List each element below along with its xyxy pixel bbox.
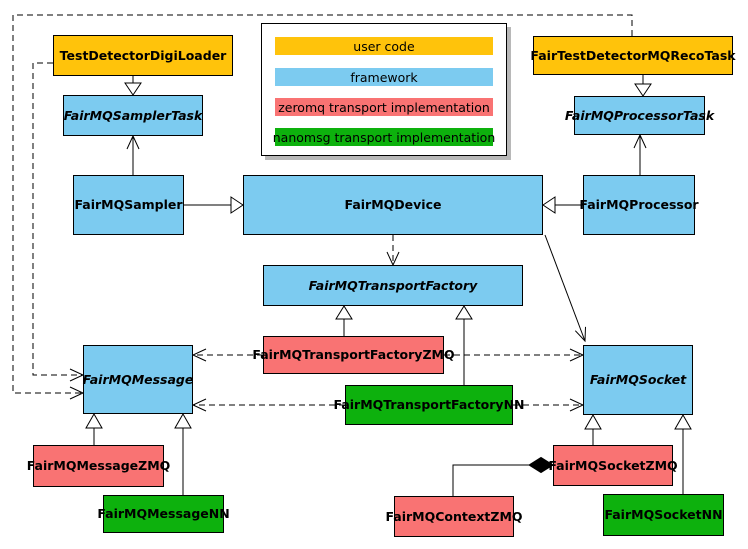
edge-sampler-samplertask [126,134,140,175]
node-fairmqsamplertask: FairMQSamplerTask [63,95,203,136]
edge-socketzmq-contextzmq [452,456,554,496]
node-fairmqmessage: FairMQMessage [83,345,193,414]
node-fairmqmessagezmq: FairMQMessageZMQ [27,445,170,487]
edge-messagezmq-message [85,412,103,445]
edge-tfnn-transportfactory [455,305,473,385]
node-testdetectordigiloader: TestDetectorDigiLoader [53,35,233,76]
legend-item-user-code: user code [275,37,493,55]
edge-tfzmq-socket [444,348,585,362]
node-fairmqsocketzmq: FairMQSocketZMQ [548,445,678,486]
node-fairmqsampler: FairMQSampler [73,175,184,235]
edge-sampler-device [184,196,244,214]
node-fairtestdetectormqrecotask: FairTestDetectorMQRecoTask [530,36,736,75]
node-fairmqcontextzmq: FairMQContextZMQ [385,496,523,537]
node-fairmqtransportfactoryzmq: FairMQTransportFactoryZMQ [252,336,455,374]
edge-digiloader-samplertask [124,76,142,96]
node-fairmqprocessortask: FairMQProcessorTask [565,96,714,135]
node-fairmqsocket: FairMQSocket [583,345,693,415]
node-fairmqprocessor: FairMQProcessor [579,175,699,235]
edge-socketnn-socket [674,413,692,494]
edge-processor-device [542,196,583,214]
node-fairmqdevice: FairMQDevice [243,175,543,235]
edge-tfzmq-transportfactory [335,305,353,336]
edge-socketzmq-socket [584,413,602,445]
edge-recotask-processortask [634,75,652,97]
edge-tfnn-message [191,398,345,412]
node-fairmqtransportfactorynn: FairMQTransportFactoryNN [334,385,525,425]
edge-device-socket [544,234,586,343]
legend-item-nanomsg-transport: nanomsg transport implementation [272,128,496,146]
legend-item-zeromq-transport: zeromq transport implementation [275,98,493,116]
node-fairmqmessagenn: FairMQMessageNN [97,495,230,533]
legend-box: user code framework zeromq transport imp… [261,23,507,156]
edge-processor-processortask [633,133,647,175]
edge-device-transportfactory [386,235,400,267]
node-fairmqtransportfactory: FairMQTransportFactory [263,265,523,306]
node-fairmqsocketnn: FairMQSocketNN [603,494,724,536]
legend-item-framework: framework [275,68,493,86]
edge-messagenn-message [174,412,192,495]
